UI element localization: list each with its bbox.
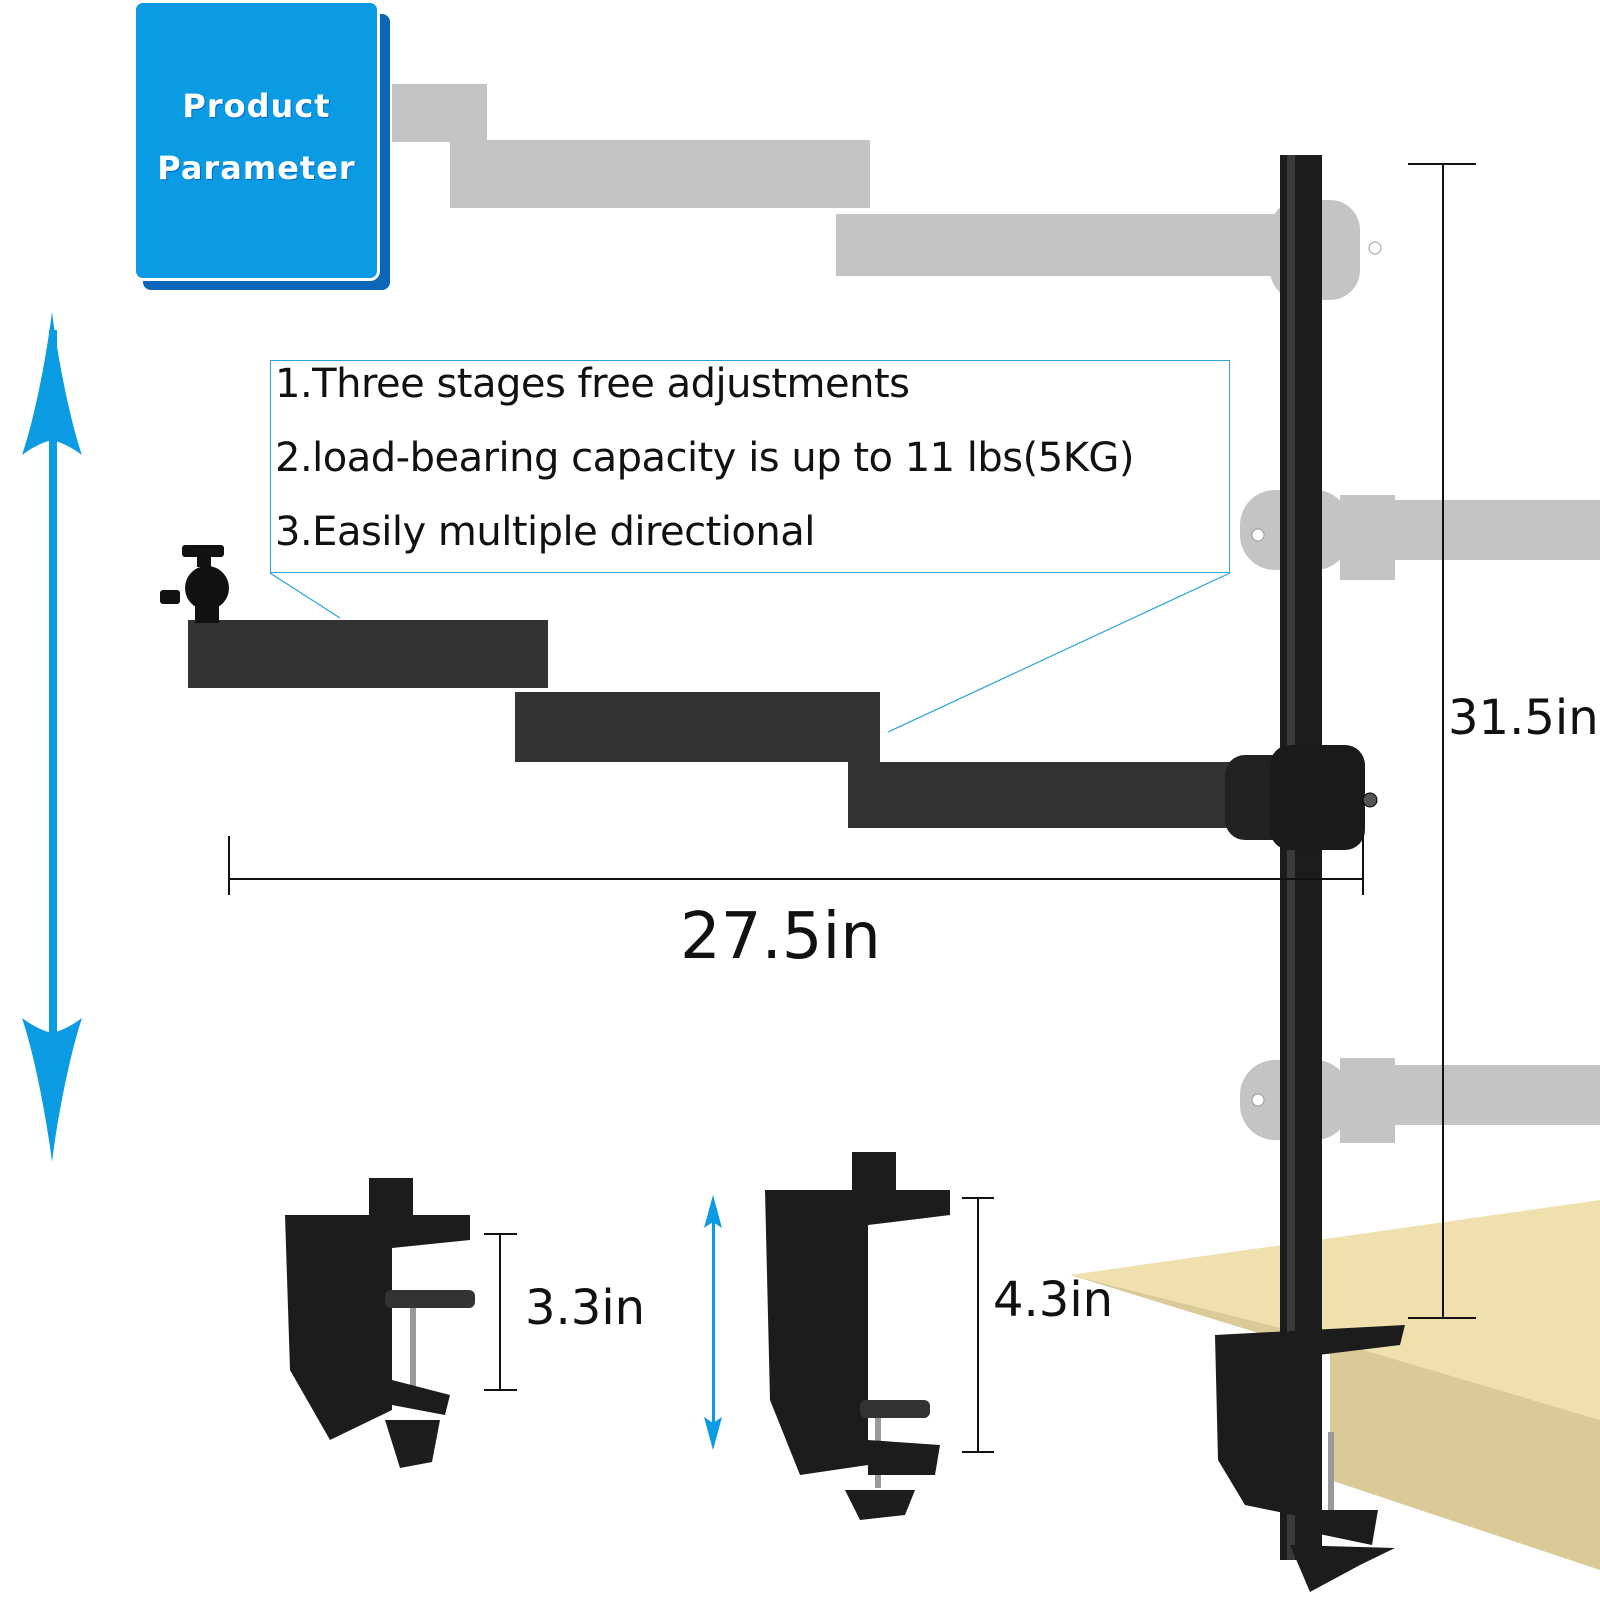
ball-head-icon: [160, 545, 229, 623]
feature-item: 1.Three stages free adjustments: [275, 361, 910, 407]
feature-list: 1.Three stages free adjustments 2.load-b…: [270, 360, 1230, 573]
clamp-large-label: 4.3in: [993, 1272, 1114, 1328]
desk: [1070, 1200, 1600, 1570]
pole-height-label: 31.5in: [1448, 690, 1599, 746]
arm-length-label: 27.5in: [680, 900, 881, 974]
feature-item: 2.load-bearing capacity is up to 11 lbs(…: [275, 435, 1135, 481]
ghost-arm-low: [1240, 1058, 1600, 1143]
badge-line-2: Parameter: [157, 149, 356, 187]
height-adjust-arrow-icon: [22, 312, 82, 1162]
main-arm: [188, 620, 1365, 850]
clamp-small-label: 3.3in: [525, 1280, 646, 1336]
ghost-arm-top: [392, 84, 1360, 300]
ghost-arm-mid: [1240, 490, 1600, 580]
clamp-adjust-arrow-icon: [704, 1195, 722, 1450]
product-parameter-badge: Product Parameter: [133, 0, 380, 281]
clamp-small: [285, 1178, 475, 1468]
clamp-desk: [1215, 1325, 1405, 1592]
feature-item: 3.Easily multiple directional: [275, 509, 815, 555]
badge-line-1: Product: [182, 87, 331, 125]
clamp-large: [765, 1152, 950, 1520]
